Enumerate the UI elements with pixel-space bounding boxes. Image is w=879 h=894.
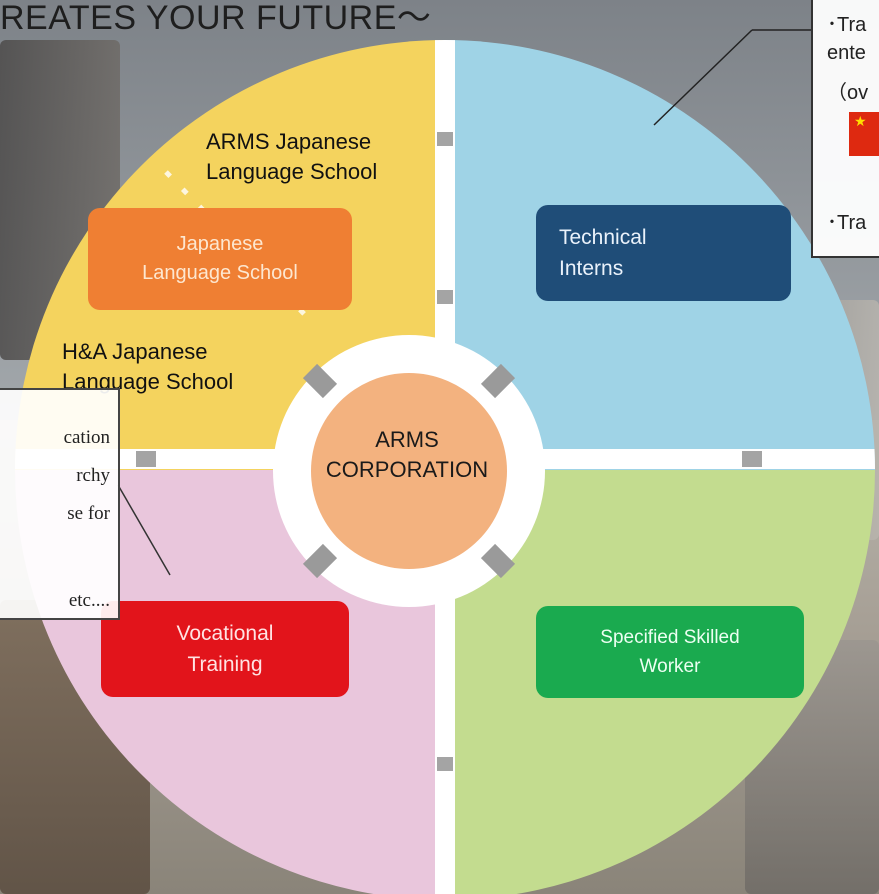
page-title: REATES YOUR FUTURE〜 — [0, 0, 432, 37]
callout-left-line4: etc.... — [68, 590, 110, 611]
callout-pointer-right-diag — [653, 29, 753, 126]
arms-school-label: ARMS Japanese Language School — [206, 127, 377, 187]
callout-left: cation rchy se for etc.... — [0, 388, 120, 620]
callout-right-line2: ente — [827, 42, 866, 64]
callout-right: ･Tra ente （ov ★ ･Tra — [811, 0, 879, 258]
center-hub — [311, 373, 507, 569]
specified-skilled-worker-box[interactable]: Specified Skilled Worker — [536, 606, 804, 698]
vocational-training-box-line2: Training — [187, 653, 263, 676]
callout-left-line2: rchy — [76, 465, 110, 486]
specified-skilled-worker-box-line2: Worker — [639, 656, 701, 677]
center-label: ARMS CORPORATION — [312, 425, 502, 485]
callout-right-line1: ･Tra — [827, 14, 867, 36]
center-label-line2: CORPORATION — [325, 457, 489, 482]
japanese-language-school-box[interactable]: Japanese Language School — [88, 208, 352, 310]
callout-right-line3: （ov — [827, 82, 869, 104]
arms-school-label-line1: ARMS Japanese — [206, 129, 372, 154]
technical-interns-box[interactable]: Technical Interns — [536, 205, 791, 301]
ha-school-label: H&A Japanese Language School — [62, 337, 233, 397]
ring-spokes — [302, 363, 516, 579]
japanese-language-school-box-line2: Language School — [142, 262, 298, 284]
specified-skilled-worker-box-line1: Specified Skilled — [600, 627, 740, 648]
callout-pointer-left — [117, 484, 171, 576]
callout-left-line1: cation — [63, 427, 110, 448]
vocational-training-box-line1: Vocational — [176, 622, 274, 645]
vocational-training-box[interactable]: Vocational Training — [101, 601, 349, 697]
ha-school-label-line1: H&A Japanese — [62, 339, 208, 364]
china-flag-icon: ★ — [849, 112, 879, 156]
arms-school-label-line2: Language School — [206, 159, 378, 184]
japanese-language-school-box-line1: Japanese — [176, 233, 264, 255]
technical-interns-box-line2: Interns — [559, 257, 624, 280]
center-label-line1: ARMS — [375, 427, 439, 452]
callout-right-line4: ･Tra — [827, 212, 867, 234]
connector-tabs — [136, 132, 762, 771]
callout-left-line3: se for — [67, 503, 110, 524]
technical-interns-box-line1: Technical — [559, 226, 647, 249]
